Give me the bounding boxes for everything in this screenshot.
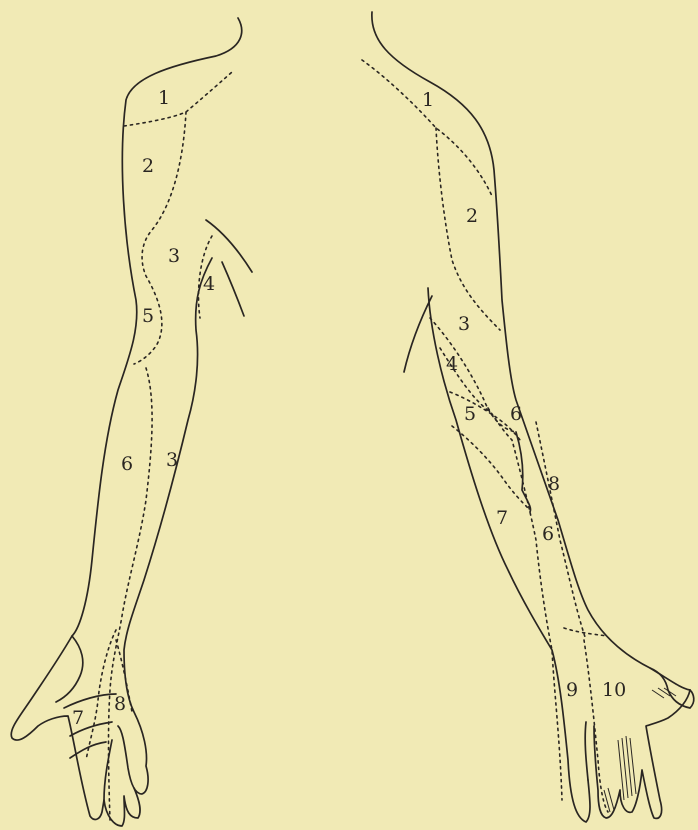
right-zone-label-10: 10: [602, 679, 626, 701]
right-zone-label-8: 8: [548, 473, 560, 495]
left-zone-label-1: 1: [158, 87, 170, 109]
right-thumb: [650, 668, 694, 708]
left-arm: [11, 18, 252, 826]
left-zone-label-6: 6: [121, 453, 133, 475]
right-zone-label-9: 9: [566, 679, 578, 701]
right-arm-outer-contour: [372, 12, 690, 690]
right-arm-zone-labels: 1 2 3 4 5 6 8 7 6 9 10: [422, 89, 626, 701]
left-zone-label-5: 5: [142, 305, 154, 327]
left-zone-label-8: 8: [114, 693, 126, 715]
right-armpit-line: [404, 296, 432, 372]
right-zone-label-5: 5: [464, 403, 476, 425]
right-boundary-anterior-upper: [436, 128, 500, 330]
right-zone-label-6-lower: 6: [542, 523, 554, 545]
right-zone-label-7: 7: [496, 507, 508, 529]
left-zone-label-4: 4: [203, 273, 215, 295]
left-arm-outer-contour: [11, 18, 241, 819]
right-zone-label-3: 3: [458, 313, 470, 335]
left-zone-label-3: 3: [168, 245, 180, 267]
right-elbow-crease: [516, 432, 531, 512]
left-zone-label-2: 2: [142, 155, 154, 177]
right-zone-label-6: 6: [510, 403, 522, 425]
left-armpit-fold: [206, 220, 252, 272]
left-wrist-line: [64, 694, 116, 708]
left-boundary-deltoid: [124, 72, 232, 126]
right-arm: [372, 12, 694, 822]
left-zone-label-7: 7: [72, 707, 84, 729]
left-thumb-curve: [56, 636, 83, 702]
left-armpit-edge: [222, 262, 244, 316]
right-zone-label-1: 1: [422, 89, 434, 111]
left-zone-label-3-lower: 3: [166, 449, 178, 471]
right-hand-hatching: [604, 688, 676, 812]
right-zone-label-2: 2: [466, 205, 478, 227]
left-arm-zone-boundaries: [86, 72, 232, 820]
left-arm-inner-contour: [118, 258, 212, 794]
right-hand-outline: [585, 690, 690, 818]
right-zone-label-4: 4: [446, 353, 458, 375]
left-arm-zone-labels: 1 2 3 4 5 6 3 7 8: [72, 87, 215, 729]
right-boundary-forearm-medial: [452, 426, 528, 508]
right-boundary-palm-mid: [584, 640, 608, 812]
